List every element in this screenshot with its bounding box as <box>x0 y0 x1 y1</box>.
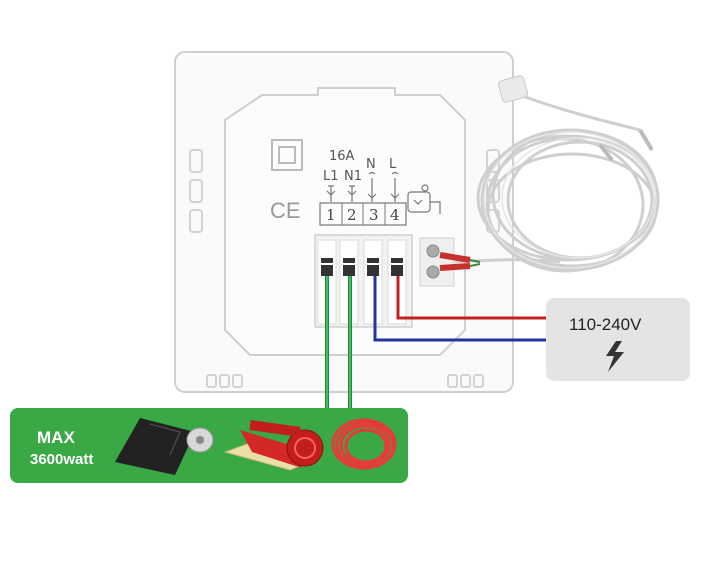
heating-film-roll-icon <box>115 418 214 475</box>
sensor-terminal-block <box>419 237 455 287</box>
terminal-symbols <box>326 171 400 202</box>
sensor-connectors <box>439 252 481 271</box>
max-label: MAX <box>37 428 75 447</box>
green-wires <box>325 276 352 410</box>
cable-ties <box>598 128 654 162</box>
sensor-cable-coil <box>454 93 660 273</box>
blue-wire <box>373 276 548 342</box>
l1-label: L1 <box>323 169 339 184</box>
l-label: L <box>389 157 397 172</box>
logo-square-icon <box>271 139 303 171</box>
n1-label: N1 <box>344 169 362 184</box>
sensor-probe-icon <box>497 75 529 103</box>
terminal-screws <box>321 258 403 276</box>
terminal-number-2: 2 <box>347 206 357 224</box>
lightning-icon <box>606 341 624 372</box>
voltage-label: 110-240V <box>569 315 642 334</box>
power-supply-box <box>546 298 690 381</box>
sensor-symbol-icon <box>407 184 441 214</box>
n-label: N <box>366 157 376 172</box>
terminal-number-3: 3 <box>369 206 379 224</box>
rating-label: 16A <box>329 149 355 164</box>
ce-mark: CE <box>270 198 301 223</box>
heating-cable-coil-icon <box>331 418 397 470</box>
heating-mat-roll-icon <box>223 420 324 471</box>
terminal-number-1: 1 <box>326 206 336 224</box>
wattage-label: 3600watt <box>30 451 93 468</box>
terminal-number-4: 4 <box>390 206 400 224</box>
red-wire <box>396 276 548 320</box>
